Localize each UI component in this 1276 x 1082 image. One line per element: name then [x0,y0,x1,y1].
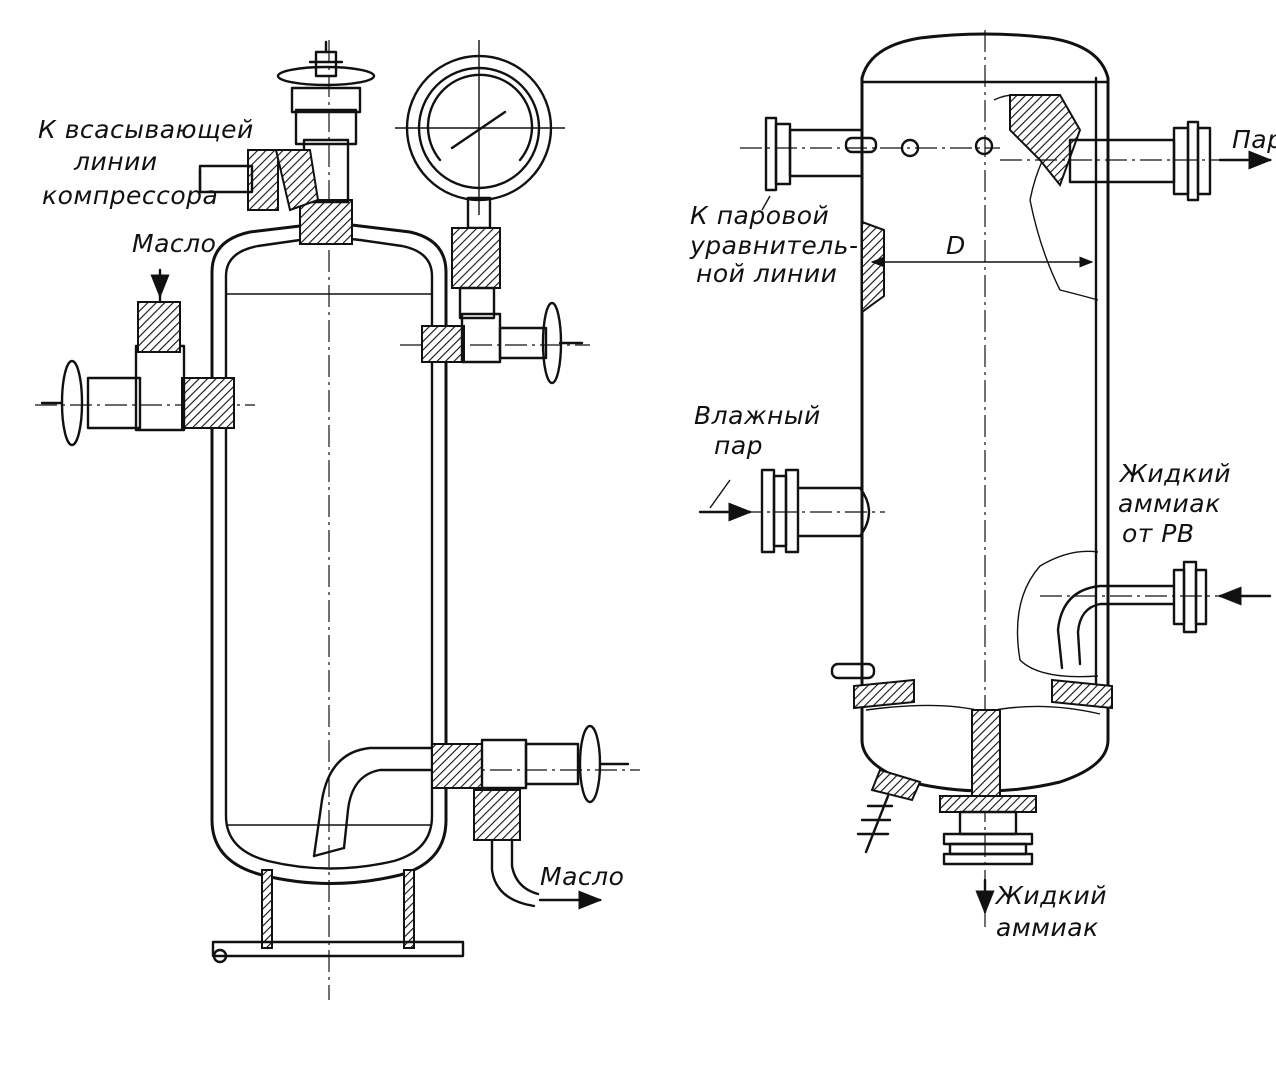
liquid-out-label-line-2: аммиак [996,913,1099,942]
oil-inlet-valve [40,278,235,447]
oil-drain-pipe [312,746,434,858]
suction-label-line-2: линии [73,147,158,176]
suction-label-line-3: компрессора [42,181,218,210]
baffle-plate [861,220,885,314]
suction-label-line-1: К всасывающей [38,115,254,144]
oil-drain-valve [431,724,630,908]
top-valve [276,40,376,245]
equalizing-label-line-1: К паровой [690,201,829,230]
liquid-outlet [856,709,1037,866]
steam-out-label: Пар [1232,125,1276,154]
wet-steam-inlet [740,468,885,554]
oil-inlet-label: Масло [132,229,216,258]
equalizing-label-line-2: уравнитель- [689,231,859,260]
wet-steam-label-line-2: пар [714,431,763,460]
gauge-valve [421,301,584,385]
diameter-label: D [946,231,966,260]
liquid-in-label-line-2: аммиак [1118,489,1221,518]
wet-steam-label-line-1: Влажный [694,401,821,430]
liquid-separator-drawing: Пар К паровой уравнитель- ной линии D Вл… [689,30,1276,942]
bottom-supports [830,662,1113,715]
equalizing-label-line-3: ной линии [696,259,837,288]
equalizing-nozzle [740,116,1000,192]
equalizing-leader [761,195,771,211]
support-stand [211,869,465,964]
liquid-in-label-line-3: от РВ [1122,519,1195,548]
oil-outlet-label: Масло [540,862,624,891]
wet-steam-leader [709,479,731,509]
suction-outlet [198,149,320,212]
oil-separator-drawing: К всасывающей линии компрессора Масло Ма… [35,40,640,1000]
liquid-out-label-line-1: Жидкий [994,881,1107,910]
steam-outlet [1000,94,1240,202]
liquid-ammonia-inlet [1016,550,1230,678]
pressure-gauge [395,40,565,320]
liquid-in-label-line-1: Жидкий [1118,459,1231,488]
